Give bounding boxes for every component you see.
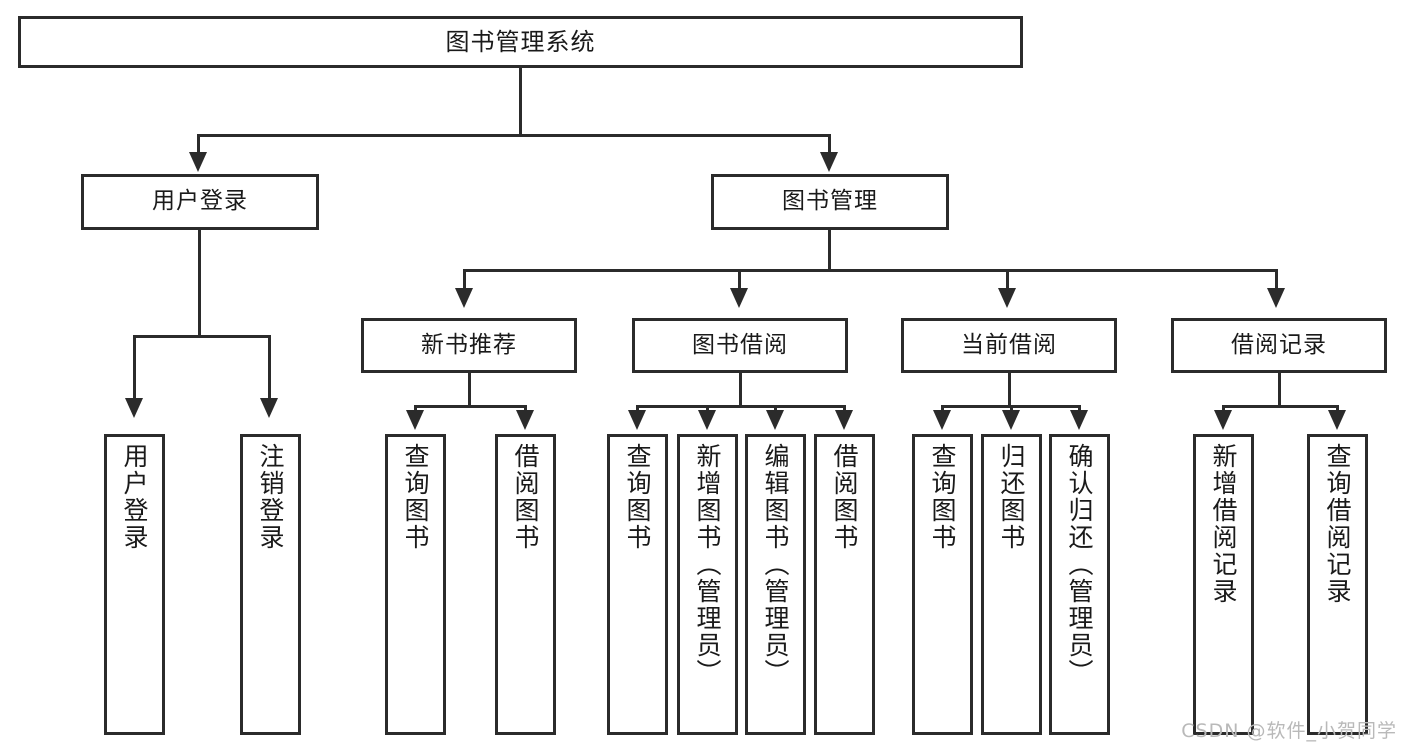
node-root-book-management-system[interactable]: 图书管理系统 bbox=[18, 16, 1023, 68]
connector-current-borrow-stem bbox=[1008, 373, 1011, 408]
arrowhead-bm-new-book bbox=[455, 288, 473, 308]
node-book-management[interactable]: 图书管理 bbox=[711, 174, 949, 230]
arrowhead-bm-current-borrow bbox=[998, 288, 1016, 308]
node-borrow-record[interactable]: 借阅记录 bbox=[1171, 318, 1387, 373]
arrowhead-bm-book-borrow bbox=[730, 288, 748, 308]
connector-bm-to-book-borrow bbox=[738, 269, 741, 293]
arrowhead-cb-leaf-1 bbox=[933, 410, 951, 430]
leaf-new-book-2[interactable]: 借阅图书 bbox=[495, 434, 556, 735]
connector-book-management-stem bbox=[828, 230, 831, 272]
leaf-current-borrow-3[interactable]: 确认归还（管理员） bbox=[1049, 434, 1110, 735]
leaf-user-login-1[interactable]: 用户登录 bbox=[104, 434, 165, 735]
connector-new-book-stem bbox=[468, 373, 471, 408]
connector-root-stem bbox=[519, 68, 522, 136]
leaf-label: 用户登录 bbox=[120, 443, 149, 551]
connector-user-login-to-leaf-2 bbox=[268, 335, 271, 403]
leaf-current-borrow-1[interactable]: 查询图书 bbox=[912, 434, 973, 735]
leaf-label: 编辑图书（管理员） bbox=[761, 443, 790, 686]
leaf-label: 新增图书（管理员） bbox=[693, 443, 722, 686]
connector-borrow-record-stem bbox=[1278, 373, 1281, 408]
leaf-label: 查询图书 bbox=[401, 443, 430, 551]
leaf-label: 注销登录 bbox=[256, 443, 285, 551]
node-label: 图书借阅 bbox=[692, 331, 788, 358]
leaf-label: 确认归还（管理员） bbox=[1065, 443, 1094, 686]
leaf-label: 借阅图书 bbox=[511, 443, 540, 551]
leaf-new-book-1[interactable]: 查询图书 bbox=[385, 434, 446, 735]
leaf-book-borrow-3[interactable]: 编辑图书（管理员） bbox=[745, 434, 806, 735]
node-book-borrow[interactable]: 图书借阅 bbox=[632, 318, 848, 373]
connector-user-login-to-leaf-1 bbox=[133, 335, 136, 403]
connector-new-book-bus bbox=[414, 405, 527, 408]
leaf-label: 查询图书 bbox=[928, 443, 957, 551]
arrowhead-bb-leaf-3 bbox=[766, 410, 784, 430]
connector-root-to-user-login bbox=[197, 134, 200, 158]
connector-book-borrow-bus bbox=[636, 405, 846, 408]
node-label: 用户登录 bbox=[152, 188, 248, 215]
connector-book-borrow-stem bbox=[739, 373, 742, 408]
leaf-current-borrow-2[interactable]: 归还图书 bbox=[981, 434, 1042, 735]
leaf-label: 查询借阅记录 bbox=[1323, 443, 1352, 605]
arrowhead-bb-leaf-1 bbox=[628, 410, 646, 430]
leaf-borrow-record-2[interactable]: 查询借阅记录 bbox=[1307, 434, 1368, 735]
leaf-label: 借阅图书 bbox=[830, 443, 859, 551]
leaf-label: 新增借阅记录 bbox=[1209, 443, 1238, 605]
leaf-book-borrow-2[interactable]: 新增图书（管理员） bbox=[677, 434, 738, 735]
node-new-book-recommend[interactable]: 新书推荐 bbox=[361, 318, 577, 373]
arrowhead-bb-leaf-2 bbox=[698, 410, 716, 430]
leaf-book-borrow-1[interactable]: 查询图书 bbox=[607, 434, 668, 735]
leaf-book-borrow-4[interactable]: 借阅图书 bbox=[814, 434, 875, 735]
connector-user-login-stem bbox=[198, 230, 201, 337]
connector-root-bus bbox=[197, 134, 831, 137]
node-label: 图书管理系统 bbox=[445, 27, 596, 56]
arrowhead-cb-leaf-3 bbox=[1070, 410, 1088, 430]
connector-borrow-record-bus bbox=[1222, 405, 1339, 408]
arrowhead-user-login-leaf-2 bbox=[260, 398, 278, 418]
arrowhead-to-book-management bbox=[820, 152, 838, 172]
arrowhead-bb-leaf-4 bbox=[835, 410, 853, 430]
leaf-borrow-record-1[interactable]: 新增借阅记录 bbox=[1193, 434, 1254, 735]
arrowhead-user-login-leaf-1 bbox=[125, 398, 143, 418]
connector-user-login-bus bbox=[133, 335, 271, 338]
connector-book-management-bus bbox=[463, 269, 1278, 272]
node-label: 当前借阅 bbox=[961, 331, 1057, 358]
arrowhead-nb-leaf-2 bbox=[516, 410, 534, 430]
node-label: 新书推荐 bbox=[421, 331, 517, 358]
node-current-borrow[interactable]: 当前借阅 bbox=[901, 318, 1117, 373]
connector-bm-to-current-borrow bbox=[1006, 269, 1009, 293]
arrowhead-nb-leaf-1 bbox=[406, 410, 424, 430]
connector-bm-to-new-book bbox=[463, 269, 466, 293]
connector-bm-to-borrow-record bbox=[1275, 269, 1278, 293]
leaf-label: 归还图书 bbox=[997, 443, 1026, 551]
leaf-user-login-2[interactable]: 注销登录 bbox=[240, 434, 301, 735]
connector-root-to-book-management bbox=[828, 134, 831, 158]
arrowhead-to-user-login bbox=[189, 152, 207, 172]
arrowhead-br-leaf-2 bbox=[1328, 410, 1346, 430]
leaf-label: 查询图书 bbox=[623, 443, 652, 551]
arrowhead-br-leaf-1 bbox=[1214, 410, 1232, 430]
node-label: 图书管理 bbox=[782, 188, 878, 215]
arrowhead-bm-borrow-record bbox=[1267, 288, 1285, 308]
node-label: 借阅记录 bbox=[1231, 331, 1327, 358]
arrowhead-cb-leaf-2 bbox=[1002, 410, 1020, 430]
node-user-login[interactable]: 用户登录 bbox=[81, 174, 319, 230]
